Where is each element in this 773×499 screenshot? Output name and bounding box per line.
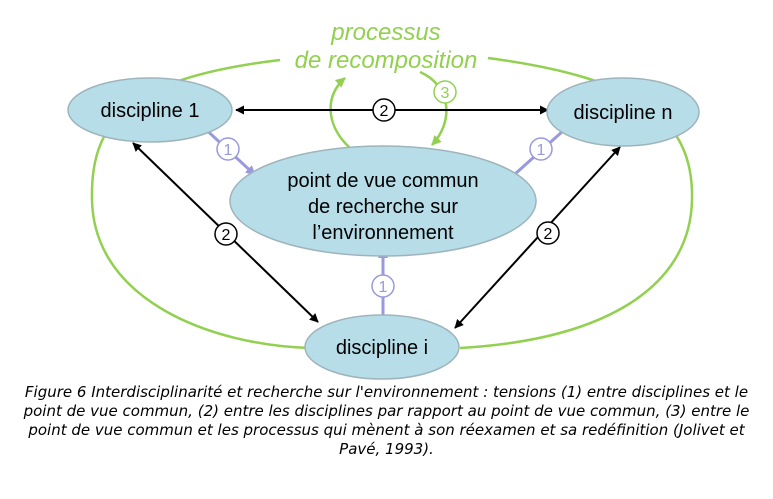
process-arrow-up <box>329 77 351 149</box>
process-title-line2: de recomposition <box>295 47 478 74</box>
marker-2-left: 2 <box>214 222 238 246</box>
node-discipline-i-label: discipline i <box>336 337 428 359</box>
process-arrow-down <box>419 70 448 146</box>
marker-3-label: 3 <box>441 85 450 102</box>
node-discipline-i: discipline i <box>304 314 460 380</box>
marker-1-left-label: 1 <box>224 142 233 159</box>
marker-3: 3 <box>433 80 457 104</box>
marker-2-left-label: 2 <box>222 227 231 244</box>
marker-2-top-label: 2 <box>380 103 389 120</box>
center-label-line3: l’environnement <box>312 222 454 244</box>
marker-2-right-label: 2 <box>544 226 553 243</box>
node-discipline-n: discipline n <box>546 77 700 147</box>
node-common-viewpoint: point de vue commun de recherche sur l’e… <box>229 145 537 257</box>
interdisciplinarity-diagram: processus de recomposition discipline 1 … <box>67 19 700 380</box>
marker-1-bottom: 1 <box>371 274 395 298</box>
figure-caption: Figure 6 Interdisciplinarité et recherch… <box>23 383 750 458</box>
node-discipline-1-label: discipline 1 <box>101 100 200 122</box>
marker-1-bottom-label: 1 <box>379 279 388 296</box>
marker-1-right: 1 <box>529 137 553 161</box>
node-discipline-1: discipline 1 <box>67 77 233 143</box>
marker-2-right: 2 <box>536 221 560 245</box>
center-label-line1: point de vue commun <box>287 170 478 192</box>
marker-2-top: 2 <box>372 98 396 122</box>
marker-1-right-label: 1 <box>537 142 546 159</box>
node-discipline-n-label: discipline n <box>574 102 673 124</box>
process-title-line1: processus <box>330 19 440 46</box>
center-label-line2: de recherche sur <box>308 196 458 218</box>
marker-1-left: 1 <box>216 137 240 161</box>
